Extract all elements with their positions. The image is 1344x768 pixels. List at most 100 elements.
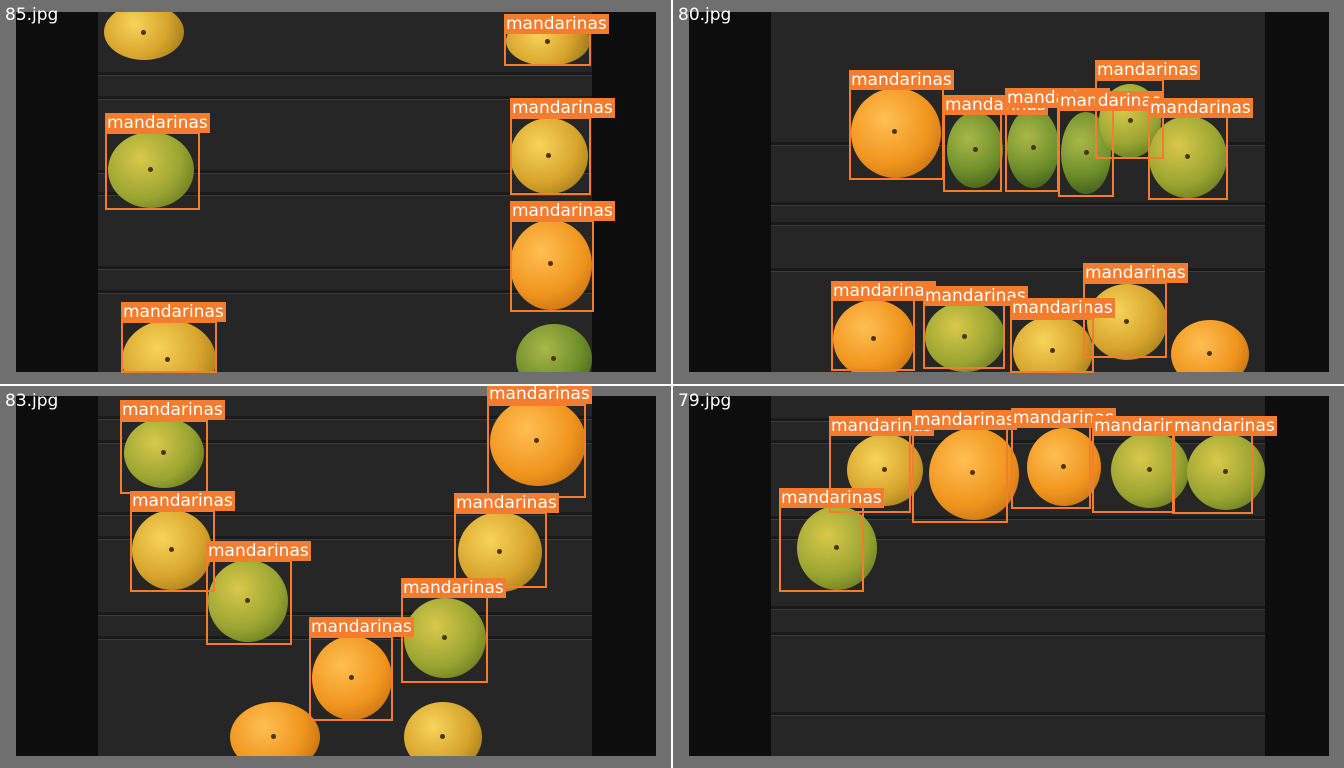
detection-label: mandarinas bbox=[779, 488, 884, 508]
image-tile-80: mandarinas mandarinas mandarinas mandari… bbox=[673, 0, 1344, 384]
bounding-box bbox=[454, 512, 547, 588]
detection-label: mandarinas bbox=[1092, 416, 1197, 436]
bounding-box bbox=[510, 220, 594, 312]
detection-label: mandarinas bbox=[510, 98, 615, 118]
detection-label: mandarinas bbox=[487, 386, 592, 404]
mandarin-fruit bbox=[404, 702, 482, 756]
belt-slat bbox=[98, 266, 592, 269]
detection-label: mandarinas bbox=[1058, 91, 1163, 111]
bounding-box bbox=[105, 132, 200, 210]
detection-label: mandarinas bbox=[923, 286, 1028, 306]
detection-label: mandarinas bbox=[120, 400, 225, 420]
belt-slat bbox=[98, 192, 592, 195]
mandarin-fruit bbox=[510, 118, 588, 194]
bounding-box bbox=[1005, 105, 1059, 192]
mandarin-fruit bbox=[1013, 316, 1093, 372]
bounding-box bbox=[1083, 282, 1167, 358]
belt-slat bbox=[771, 268, 1265, 271]
bounding-box bbox=[1010, 318, 1094, 373]
detection-label: mandarinas bbox=[829, 416, 934, 436]
mandarin-fruit bbox=[208, 560, 288, 642]
mandarin-fruit bbox=[925, 302, 1005, 372]
belt-slat bbox=[98, 170, 592, 173]
bounding-box bbox=[487, 404, 586, 498]
image-filename: 83.jpg bbox=[5, 391, 59, 411]
belt-slat bbox=[771, 202, 1265, 205]
photo-80 bbox=[689, 12, 1329, 372]
bounding-box bbox=[309, 636, 393, 721]
belt-slat bbox=[98, 416, 592, 419]
image-tile-83: mandarinas mandarinas mandarinas mandari… bbox=[0, 386, 671, 768]
bounding-box bbox=[912, 425, 1008, 523]
bounding-box bbox=[923, 303, 1005, 369]
belt-slat bbox=[98, 512, 592, 515]
mandarin-fruit bbox=[404, 598, 486, 678]
photo-83 bbox=[16, 396, 656, 756]
belt-slat bbox=[771, 440, 1265, 443]
mandarin-fruit bbox=[1111, 432, 1189, 508]
image-tile-85: mandarinas mandarinas mandarinas mandari… bbox=[0, 0, 671, 384]
detection-label: mandarinas bbox=[849, 70, 954, 90]
image-tile-79: mandarinas mandarinas mandarinas mandari… bbox=[673, 386, 1344, 768]
belt-slat bbox=[98, 612, 592, 615]
bounding-box bbox=[849, 88, 944, 180]
belt-slat bbox=[98, 72, 592, 75]
bounding-box bbox=[504, 32, 591, 66]
bounding-box bbox=[510, 117, 591, 195]
mandarin-fruit bbox=[833, 300, 915, 372]
detection-label: mandarinas bbox=[504, 14, 609, 34]
belt-slat bbox=[771, 516, 1265, 519]
belt-slat bbox=[98, 96, 592, 99]
detection-label: mandarinas bbox=[206, 541, 311, 561]
mandarin-fruit bbox=[312, 636, 392, 720]
mandarin-fruit bbox=[1007, 108, 1059, 188]
belt-slat bbox=[98, 440, 592, 443]
mandarin-fruit bbox=[108, 132, 194, 208]
bounding-box bbox=[1172, 432, 1253, 514]
belt-slat bbox=[771, 632, 1265, 635]
mandarin-fruit bbox=[1087, 284, 1167, 360]
belt-slat bbox=[98, 536, 592, 539]
detection-label: mandarinas bbox=[121, 302, 226, 322]
bounding-box bbox=[1095, 79, 1164, 159]
bounding-box bbox=[779, 506, 864, 592]
detection-label: mandarinas bbox=[130, 491, 235, 511]
detection-label: mandarinas bbox=[454, 493, 559, 513]
mandarin-fruit bbox=[851, 88, 941, 178]
mandarin-fruit bbox=[490, 398, 586, 486]
bounding-box bbox=[401, 596, 488, 683]
bounding-box bbox=[1148, 116, 1228, 200]
bounding-box bbox=[120, 420, 208, 494]
bounding-box bbox=[206, 560, 292, 645]
mandarin-fruit bbox=[947, 112, 1003, 188]
detection-label: mandarinas bbox=[309, 617, 414, 637]
detection-label: mandarinas bbox=[1172, 416, 1277, 436]
mandarin-fruit bbox=[516, 324, 592, 372]
detection-label: mandarinas bbox=[105, 113, 210, 133]
detection-label: mandarinas bbox=[510, 201, 615, 221]
belt-slat bbox=[98, 290, 592, 293]
belt-slat bbox=[771, 606, 1265, 609]
bounding-box bbox=[1011, 426, 1091, 509]
bounding-box bbox=[121, 321, 217, 373]
belt-slat bbox=[771, 536, 1265, 539]
mandarin-fruit bbox=[510, 220, 592, 310]
detection-label: mandarinas bbox=[1095, 60, 1200, 80]
image-filename: 85.jpg bbox=[5, 5, 59, 25]
mandarin-fruit bbox=[230, 702, 320, 756]
detection-label: mandarinas bbox=[1010, 298, 1115, 318]
mandarin-fruit bbox=[132, 510, 212, 590]
mandarin-fruit bbox=[104, 12, 184, 60]
detection-label: mandarinas bbox=[1148, 98, 1253, 118]
bounding-box bbox=[831, 299, 915, 371]
mandarin-fruit bbox=[1171, 320, 1249, 372]
mandarin-fruit bbox=[124, 418, 204, 488]
mandarin-fruit bbox=[1027, 428, 1101, 506]
detection-label: mandarinas bbox=[831, 281, 936, 301]
image-filename: 80.jpg bbox=[678, 5, 732, 25]
bounding-box bbox=[130, 510, 215, 592]
detection-label: mandarinas bbox=[912, 410, 1017, 430]
detection-label: mandarinas bbox=[1011, 408, 1116, 428]
detection-label: mandarinas bbox=[1083, 263, 1188, 283]
belt-slat bbox=[771, 222, 1265, 225]
